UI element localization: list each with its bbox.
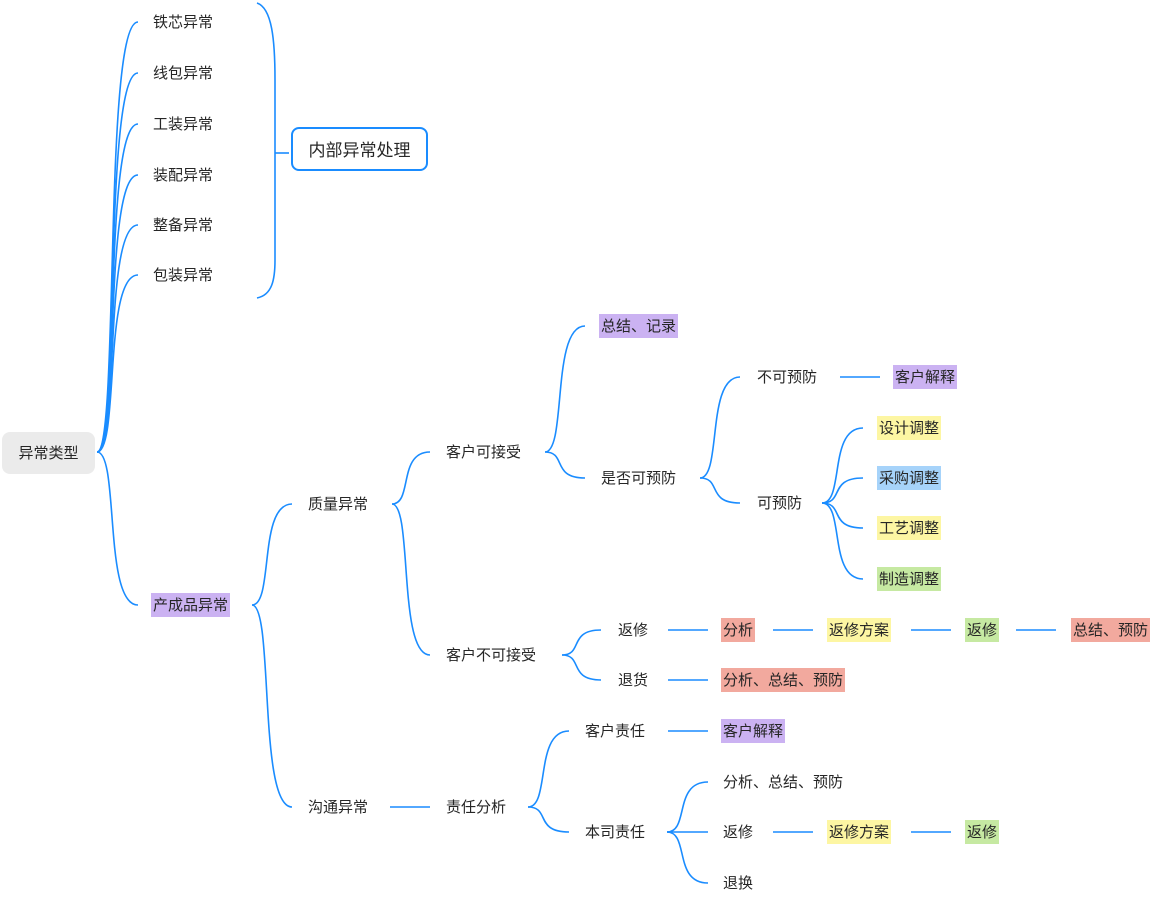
branch-curve	[666, 831, 709, 884]
node-unacceptable[interactable]: 客户不可接受	[446, 646, 537, 664]
branch-curve	[251, 503, 293, 606]
node-company-analysis[interactable]: 分析、总结、预防	[723, 773, 844, 791]
branch-curve	[391, 451, 431, 505]
node-customer-resp[interactable]: 客户责任	[585, 722, 646, 740]
node-company-resp[interactable]: 本司责任	[585, 823, 646, 841]
node-assembly[interactable]: 装配异常	[153, 166, 214, 184]
node-quality[interactable]: 质量异常	[308, 495, 369, 513]
node-iron-core[interactable]: 铁芯异常	[153, 13, 214, 31]
node-record[interactable]: 总结、记录	[599, 314, 679, 338]
summary-internal[interactable]: 内部异常处理	[291, 127, 428, 171]
node-company-rework-do[interactable]: 返修	[965, 820, 1000, 844]
node-communication[interactable]: 沟通异常	[308, 798, 369, 816]
branch-curve	[527, 730, 570, 808]
node-return-action[interactable]: 分析、总结、预防	[721, 668, 846, 692]
node-product[interactable]: 产成品异常	[151, 593, 231, 617]
node-coil[interactable]: 线包异常	[153, 64, 214, 82]
node-customer-explain[interactable]: 客户解释	[893, 365, 958, 389]
node-rework-plan[interactable]: 返修方案	[827, 618, 892, 642]
node-company-rework-plan[interactable]: 返修方案	[827, 820, 892, 844]
node-not-preventable[interactable]: 不可预防	[757, 368, 818, 386]
branch-curve	[821, 477, 864, 504]
node-rework-do[interactable]: 返修	[965, 618, 1000, 642]
node-responsibility[interactable]: 责任分析	[446, 798, 507, 816]
node-acceptable[interactable]: 客户可接受	[446, 443, 522, 461]
node-preventable[interactable]: 可预防	[757, 494, 803, 512]
branch-curve	[699, 477, 741, 504]
node-return[interactable]: 退货	[618, 671, 649, 689]
node-rework[interactable]: 返修	[618, 621, 649, 639]
node-customer-resp-action[interactable]: 客户解释	[721, 719, 786, 743]
branch-curve	[544, 451, 586, 479]
branch-curve	[561, 629, 602, 656]
node-purchase-adjust[interactable]: 采购调整	[877, 466, 942, 490]
branch-curve	[96, 274, 139, 453]
node-preventable-question[interactable]: 是否可预防	[601, 469, 677, 487]
node-manufacture-adjust[interactable]: 制造调整	[877, 567, 942, 591]
branch-curve	[391, 503, 431, 656]
branch-curve	[544, 325, 586, 453]
branch-curve	[821, 427, 864, 504]
node-company-exchange[interactable]: 退换	[723, 874, 754, 892]
node-process-adjust[interactable]: 工艺调整	[877, 516, 942, 540]
root-node[interactable]: 异常类型	[2, 432, 95, 474]
branch-curve	[821, 502, 864, 580]
branch-curve	[699, 376, 741, 479]
branch-curve	[666, 781, 709, 833]
node-company-rework[interactable]: 返修	[723, 823, 754, 841]
node-packaging[interactable]: 包装异常	[153, 266, 214, 284]
summary-brace	[256, 2, 276, 299]
node-preparation[interactable]: 整备异常	[153, 216, 214, 234]
branch-curve	[251, 604, 293, 808]
branch-curve	[96, 451, 139, 606]
branch-curve	[821, 502, 864, 529]
node-summary-prevent[interactable]: 总结、预防	[1071, 618, 1151, 642]
branch-curve	[96, 224, 139, 453]
node-tooling[interactable]: 工装异常	[153, 115, 214, 133]
node-design-adjust[interactable]: 设计调整	[877, 416, 942, 440]
branch-curve	[561, 654, 602, 681]
node-analysis[interactable]: 分析	[721, 618, 756, 642]
branch-curve	[527, 806, 570, 833]
